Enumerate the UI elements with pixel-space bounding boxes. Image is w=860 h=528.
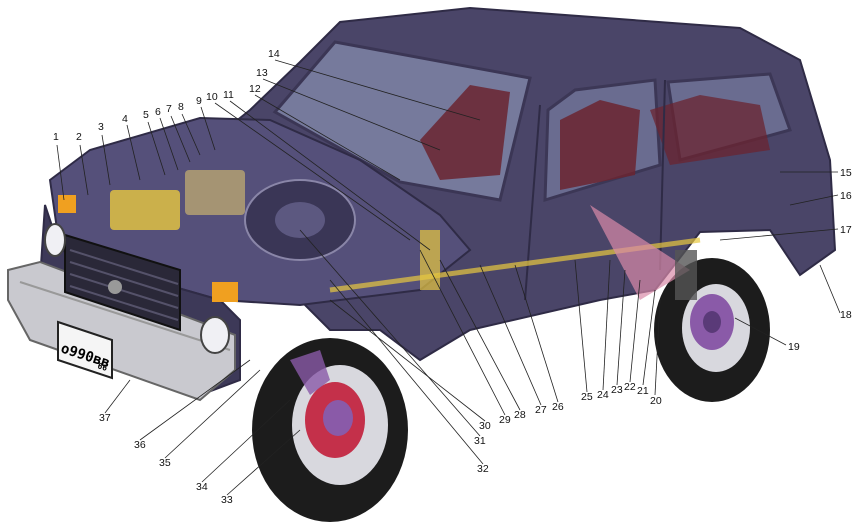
callout-9: 9 [196, 95, 202, 107]
callout-12: 12 [249, 83, 261, 95]
callout-32: 32 [477, 463, 489, 475]
callout-6: 6 [155, 106, 161, 118]
leader-lines [56, 59, 841, 496]
callout-23: 23 [611, 384, 623, 396]
callout-19: 19 [788, 341, 800, 353]
callout-37: 37 [99, 412, 111, 424]
plate-region: 66 [96, 361, 108, 373]
callout-27: 27 [535, 404, 547, 416]
callout-16: 16 [840, 190, 852, 202]
callout-33: 33 [221, 494, 233, 506]
callout-4: 4 [122, 113, 128, 125]
grille [64, 233, 181, 332]
callout-34: 34 [196, 481, 208, 493]
front-wheel [252, 338, 408, 522]
callout-36: 36 [134, 439, 146, 451]
callout-13: 13 [256, 67, 268, 79]
callout-17: 17 [840, 224, 852, 236]
callout-8: 8 [178, 101, 184, 113]
engine-components [110, 170, 701, 300]
callout-11: 11 [223, 89, 234, 101]
callout-15: 15 [840, 167, 852, 179]
callout-5: 5 [143, 109, 149, 121]
callout-31: 31 [474, 435, 486, 447]
callout-28: 28 [514, 409, 526, 421]
callout-18: 18 [840, 309, 852, 321]
callout-30: 30 [479, 420, 491, 432]
callout-22: 22 [624, 381, 636, 393]
callout-26: 26 [552, 401, 564, 413]
callout-20: 20 [650, 395, 662, 407]
headlights [44, 195, 238, 354]
callout-1: 1 [53, 131, 59, 143]
callout-2: 2 [76, 131, 82, 143]
callout-10: 10 [206, 91, 218, 103]
callout-3: 3 [98, 121, 104, 133]
callout-labels: 1 2 3 4 5 6 7 8 9 10 11 12 13 14 15 16 1… [53, 48, 852, 506]
callout-29: 29 [499, 414, 511, 426]
callout-25: 25 [581, 391, 593, 403]
callout-24: 24 [597, 389, 609, 401]
callout-35: 35 [159, 457, 171, 469]
callout-14: 14 [268, 48, 280, 60]
callout-7: 7 [166, 103, 172, 115]
callout-21: 21 [637, 385, 649, 397]
